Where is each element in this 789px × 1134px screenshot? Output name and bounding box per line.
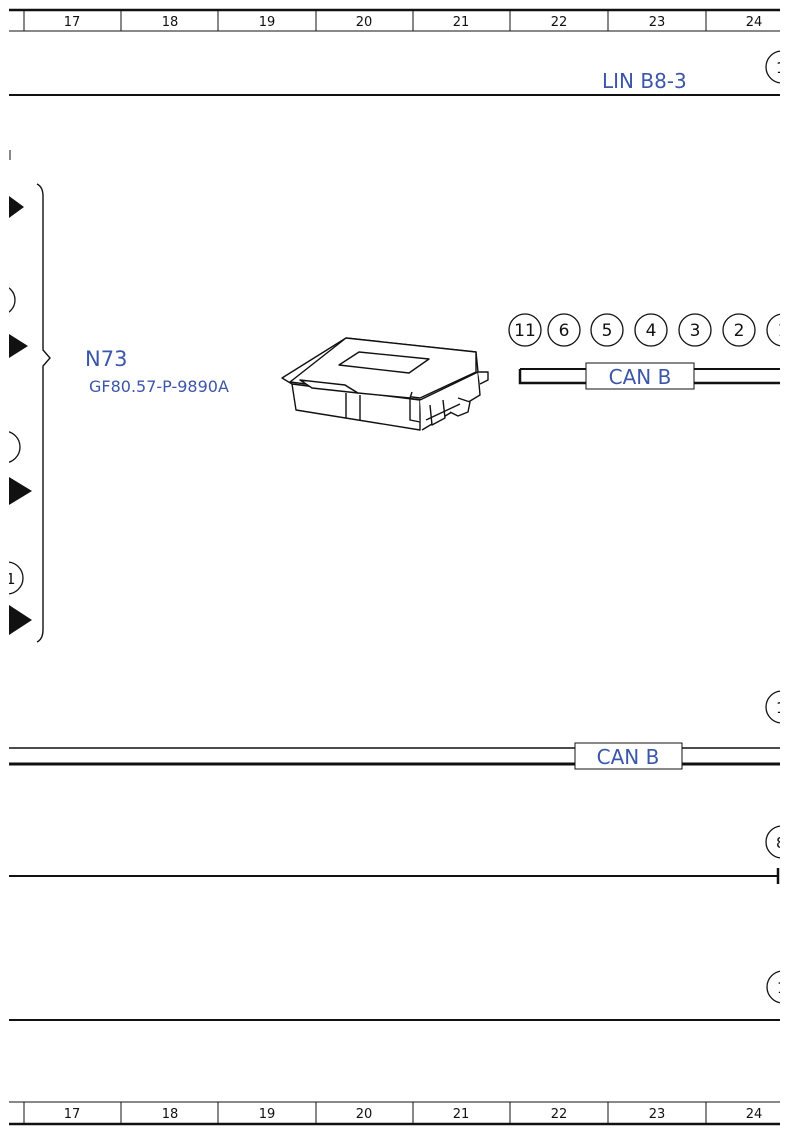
can-bus-upper: CAN B [518,362,780,390]
edge-reference-number: 8 [776,834,786,852]
connector-pin-number: 1 [778,321,789,341]
top-column-number: 19 [259,15,276,30]
edge-reference-number: 1 [777,979,787,997]
connector-pin: 5 [590,313,624,347]
edge-reference-marker: 1 [766,970,787,1004]
connector-pin-number: 11 [514,321,536,341]
top-column-number: 18 [162,15,179,30]
top-column-number: 24 [746,15,763,30]
signal-arrow-icon [9,477,32,505]
connector-pin: 4 [634,313,668,347]
bottom-column-number: 24 [746,1107,763,1122]
bottom-column-number: 21 [453,1107,470,1122]
top-column-ruler: 17 18 19 20 21 22 23 24 [9,8,780,32]
signal-arrow-icon [9,196,24,218]
connector-pin: 6 [547,313,581,347]
connector-pin-number: 5 [602,321,613,341]
bottom-column-number: 23 [649,1107,666,1122]
bottom-column-number: 19 [259,1107,276,1122]
connector-pin: 1 [766,313,789,347]
edge-reference-marker: 1 [765,690,786,724]
top-column-number: 20 [356,15,373,30]
can-bus-upper-label: CAN B [609,365,672,389]
signal-arrow-icon [9,334,28,358]
top-column-number: 23 [649,15,666,30]
connector-pin: 11 [508,313,542,347]
connector-pin-row: 11 6 5 4 3 2 1 [508,313,789,347]
lin-bus-label: LIN B8-3 [602,69,687,93]
edge-reference-number: 1 [776,699,786,717]
signal-arrow-icon [9,605,32,635]
left-partial-marker [9,431,21,463]
bottom-column-number: 17 [64,1107,81,1122]
bottom-column-number: 20 [356,1107,373,1122]
bottom-column-number: 22 [551,1107,568,1122]
module-code: N73 [85,347,127,371]
top-column-number: 22 [551,15,568,30]
module-part-number: GF80.57-P-9890A [89,377,229,396]
wire-line-group [9,868,780,1021]
connector-pin-number: 3 [690,321,701,341]
edge-reference-marker: 8 [765,825,786,859]
left-partial-marker [9,287,16,313]
bottom-column-number: 18 [162,1107,179,1122]
can-bus-lower-label: CAN B [597,745,660,769]
left-partial-marker [9,561,24,595]
connector-pin: 3 [678,313,712,347]
top-column-number: 21 [453,15,470,30]
top-column-number: 17 [64,15,81,30]
grouping-brace [36,183,51,643]
connector-pin-number: 6 [559,321,570,341]
bottom-column-ruler: 17 18 19 20 21 22 23 24 [9,1101,780,1126]
can-bus-lower: CAN B [9,742,780,770]
connector-pin-number: 2 [734,321,745,341]
edge-reference-marker: 1 [765,50,786,84]
edge-reference-number: 1 [776,59,786,77]
left-partial-number: 1 [6,570,16,588]
edge-reference-group: 1 1 8 1 1 [6,50,787,1004]
connector-pin: 2 [722,313,756,347]
connector-pin-number: 4 [646,321,657,341]
control-unit-icon [281,337,489,431]
left-arrow-group [9,196,32,635]
